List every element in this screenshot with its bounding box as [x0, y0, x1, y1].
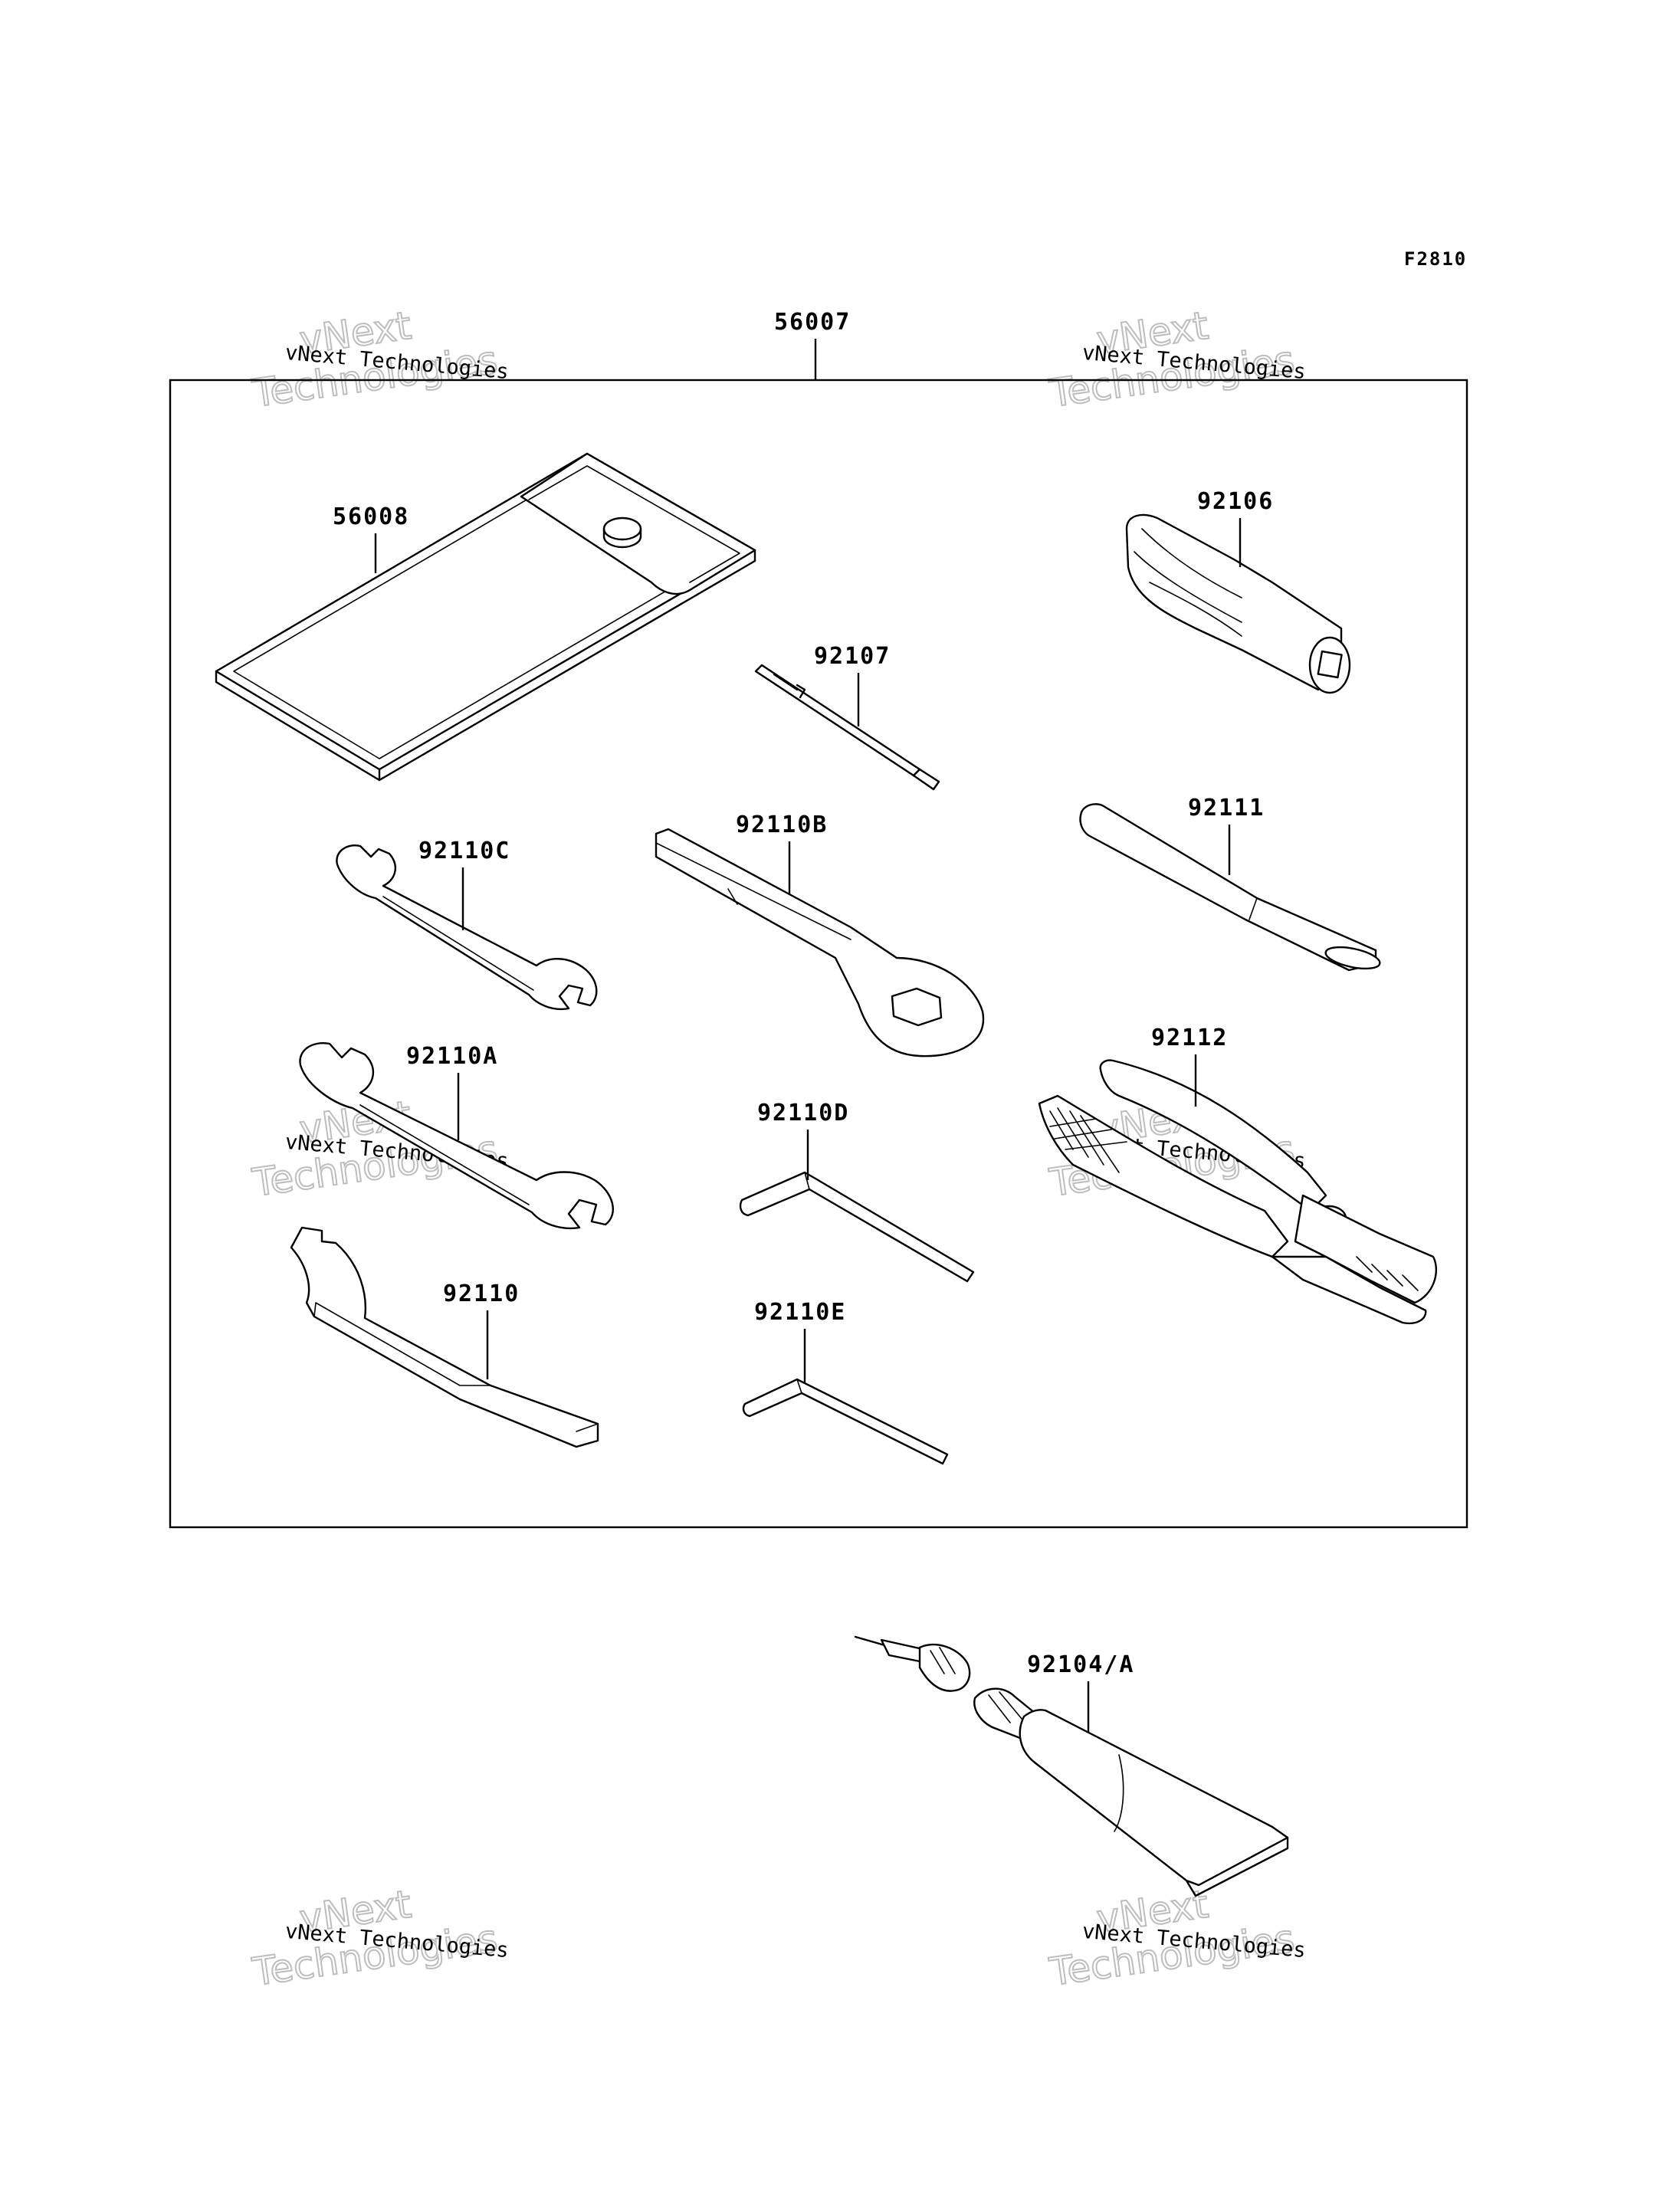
wrench-medium-92110A [299, 1042, 614, 1230]
wrench-small-92110C [336, 844, 598, 1011]
label-92110: 92110 [443, 1280, 520, 1307]
label-92110D: 92110D [757, 1100, 849, 1126]
hook-wrench-92110 [290, 1226, 599, 1448]
label-92112: 92112 [1151, 1025, 1228, 1051]
label-92107: 92107 [814, 643, 891, 670]
kit-box [169, 379, 1468, 1529]
label-56007: 56007 [774, 309, 851, 336]
label-92106: 92106 [1197, 488, 1274, 515]
screwdriver-handle-92106 [1125, 513, 1351, 694]
label-92111: 92111 [1188, 795, 1265, 821]
pouch-56008 [215, 452, 756, 782]
extension-pipe-92111 [1079, 803, 1381, 972]
label-92110B: 92110B [736, 812, 828, 838]
label-92110C: 92110C [418, 838, 510, 864]
repair-tube-92104A [854, 1635, 1289, 1897]
pliers-92112 [1038, 1059, 1437, 1325]
label-92110A: 92110A [406, 1043, 498, 1070]
hex-key-large-92110D [739, 1171, 975, 1283]
screwdriver-bit-92107 [754, 664, 940, 791]
label-92110E: 92110E [754, 1299, 846, 1326]
label-56008: 56008 [333, 503, 409, 530]
hex-key-small-92110E [742, 1378, 949, 1465]
figure-code: F2810 [1404, 248, 1467, 270]
label-92104A: 92104/A [1027, 1651, 1134, 1678]
box-wrench-92110B [655, 828, 985, 1058]
